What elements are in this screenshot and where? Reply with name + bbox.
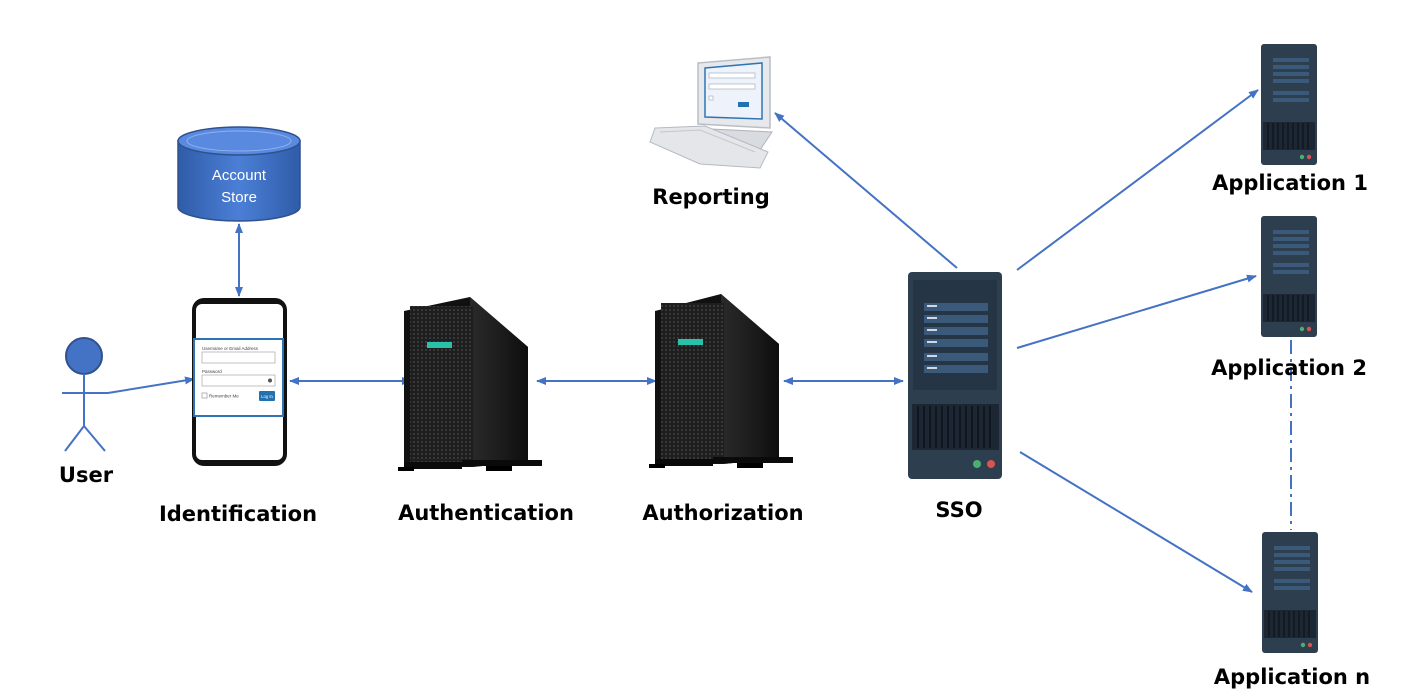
username-field[interactable] (201, 351, 276, 364)
account-store-database-icon: Account Store (177, 126, 301, 222)
identification-label: Identification (158, 502, 318, 526)
arrow-sso-to-appn (1019, 451, 1253, 593)
smartphone-login-icon: Username or Email Address Password Remem… (192, 298, 287, 466)
username-field-label: Username or Email Address (202, 346, 259, 351)
application-n-label: Application n (1213, 665, 1371, 689)
arrow-user-to-identification (107, 376, 195, 394)
login-button[interactable] (259, 391, 275, 401)
application-1-server-icon (1261, 44, 1317, 165)
application-1-label: Application 1 (1212, 171, 1368, 195)
user-icon (62, 337, 108, 452)
user-label: User (58, 463, 114, 487)
sso-label: SSO (935, 498, 983, 522)
sso-server-icon (908, 272, 1002, 479)
authorization-label: Authorization (642, 501, 804, 525)
account-store-label-line2: Store (221, 189, 257, 206)
reporting-computer-icon (649, 56, 773, 169)
show-password-icon[interactable] (268, 378, 272, 383)
arrow-sso-to-app2 (1016, 274, 1257, 349)
reporting-label: Reporting (652, 185, 770, 209)
authentication-server-icon (398, 297, 542, 471)
authentication-label: Authentication (398, 501, 574, 525)
password-field[interactable] (201, 374, 276, 387)
authorization-server-icon (649, 294, 793, 468)
remember-me-checkbox[interactable] (201, 392, 208, 399)
application-2-label: Application 2 (1211, 356, 1367, 380)
password-field-label: Password (202, 369, 222, 374)
arrow-sso-to-app1 (1016, 89, 1259, 271)
connectors (107, 89, 1292, 593)
login-button-label: Log In (261, 394, 273, 399)
remember-me-label: Remember Me (209, 394, 239, 399)
application-n-server-icon (1262, 532, 1318, 653)
application-2-server-icon (1261, 216, 1317, 337)
account-store-label: Account (212, 167, 267, 184)
arrow-sso-to-reporting (774, 112, 958, 269)
